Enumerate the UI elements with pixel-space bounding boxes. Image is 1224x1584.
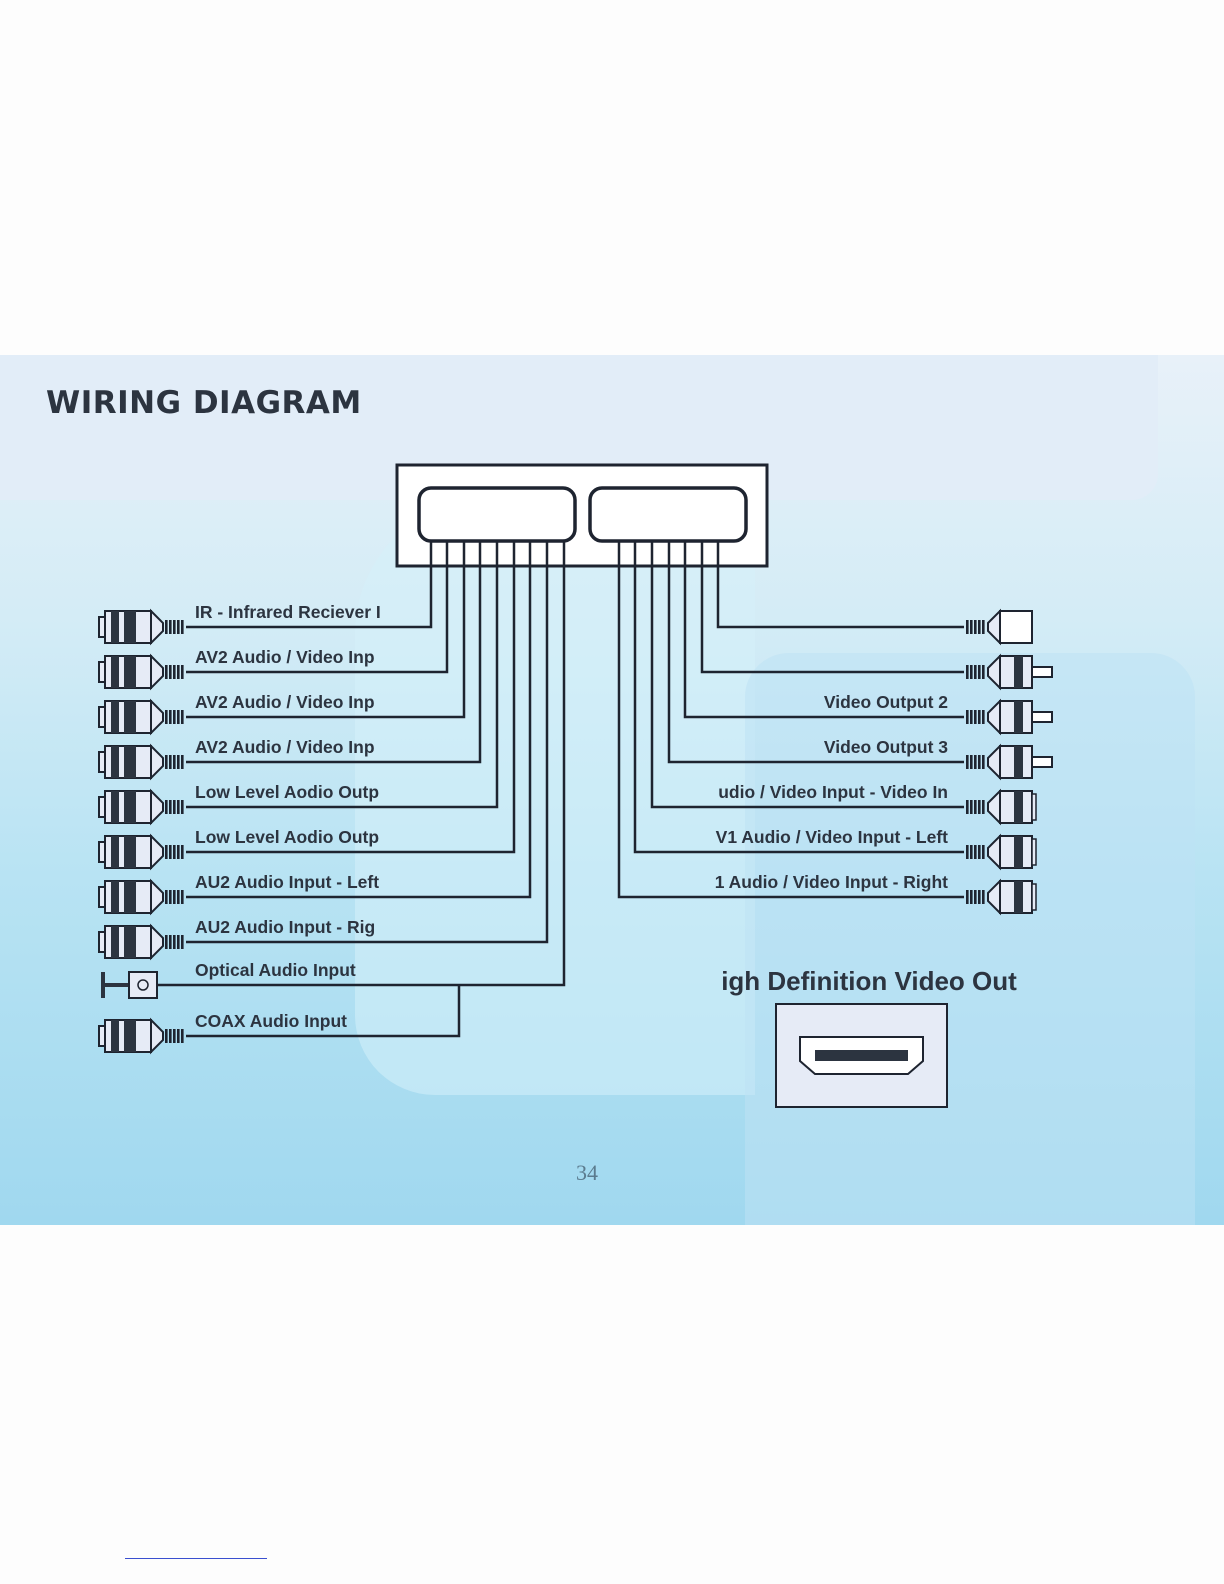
left-connector-9: Optical Audio Input (100, 960, 356, 999)
right-connector-5: udio / Video Input - Video In (718, 782, 1036, 823)
right-connector-label: udio / Video Input - Video In (718, 782, 948, 802)
rca-connector-icon (98, 745, 185, 779)
left-connector-10: COAX Audio Input (98, 1011, 347, 1053)
right-connectors: Video Output 2 Video Output 3 udio / Video… (715, 611, 1052, 913)
left-connector-3: AV2 Audio / Video Inp (98, 692, 375, 734)
right-connector-4: Video Output 3 (824, 737, 1052, 778)
right-connector-label: V1 Audio / Video Input - Left (716, 827, 949, 847)
right-connector-2 (966, 656, 1052, 688)
left-connector-label: AU2 Audio Input - Left (195, 872, 379, 892)
left-connector-5: Low Level Aodio Outp (98, 782, 379, 824)
left-connector-label: AU2 Audio Input - Rig (195, 917, 375, 937)
wire (186, 541, 499, 809)
wire (716, 541, 964, 629)
right-connector-6: V1 Audio / Video Input - Left (716, 827, 1036, 868)
left-connector-4: AV2 Audio / Video Inp (98, 737, 375, 779)
left-connector-1: IR - Infrared Reciever I (98, 602, 381, 644)
wire (633, 541, 964, 854)
left-connector-label: AV2 Audio / Video Inp (195, 647, 375, 667)
rca-connector-icon (98, 880, 185, 914)
rca-connector-icon (98, 610, 185, 644)
left-connector-label: Low Level Aodio Outp (195, 782, 379, 802)
right-connector-label: Video Output 3 (824, 737, 948, 757)
wire (617, 541, 964, 899)
head-unit (395, 463, 769, 568)
rca-female-connector-icon (966, 791, 1036, 823)
left-connector-2: AV2 Audio / Video Inp (98, 647, 375, 689)
page-number: 34 (576, 1160, 598, 1185)
hdmi-output: igh Definition Video Out (721, 966, 1017, 1108)
rca-male-connector-icon (966, 656, 1052, 688)
left-connector-label: Low Level Aodio Outp (195, 827, 379, 847)
rca-connector-icon (98, 835, 185, 869)
rca-connector-icon (98, 700, 185, 734)
rca-male-connector-icon (966, 746, 1052, 778)
left-connector-7: AU2 Audio Input - Left (98, 872, 379, 914)
wire (186, 985, 461, 1038)
page-title: WIRING DIAGRAM (46, 385, 362, 421)
wire (667, 541, 964, 764)
rca-male-connector-icon (966, 701, 1052, 733)
wire (186, 541, 449, 674)
wire (186, 541, 466, 719)
right-connector-label: 1 Audio / Video Input - Right (715, 872, 948, 892)
wire (186, 541, 516, 854)
left-connector-6: Low Level Aodio Outp (98, 827, 379, 869)
right-connector-label: Video Output 2 (824, 692, 948, 712)
left-connector-label: AV2 Audio / Video Inp (195, 737, 375, 757)
rca-connector-icon (98, 790, 185, 824)
left-connector-label: Optical Audio Input (195, 960, 356, 980)
optical-connector-icon (100, 971, 158, 999)
wire (186, 541, 433, 629)
ir-plug-connector-icon (966, 611, 1032, 643)
left-connector-label: IR - Infrared Reciever I (195, 602, 381, 622)
wire (683, 541, 964, 719)
rca-female-connector-icon (966, 881, 1036, 913)
right-connector-1 (966, 611, 1032, 643)
left-connector-label: AV2 Audio / Video Inp (195, 692, 375, 712)
right-connector-7: 1 Audio / Video Input - Right (715, 872, 1036, 913)
left-harness-plug (417, 486, 577, 543)
wire (186, 541, 549, 944)
wire (157, 541, 566, 987)
wire (700, 541, 964, 674)
right-connector-3: Video Output 2 (824, 692, 1052, 733)
wires (157, 541, 964, 1038)
rca-connector-icon (98, 655, 185, 689)
footnote-rule (125, 1558, 267, 1559)
rca-female-connector-icon (966, 836, 1036, 868)
wire (650, 541, 964, 809)
right-harness-plug (588, 486, 748, 543)
wire (186, 541, 482, 764)
left-connector-8: AU2 Audio Input - Rig (98, 917, 375, 959)
hdmi-port-icon (799, 1036, 924, 1075)
rca-connector-icon (98, 1019, 185, 1053)
left-connector-label: COAX Audio Input (195, 1011, 347, 1031)
left-connectors: IR - Infrared Reciever I AV2 Audio / Vide… (98, 602, 381, 1053)
rca-connector-icon (98, 925, 185, 959)
hdmi-label: igh Definition Video Out (721, 966, 1017, 996)
wire (186, 541, 532, 899)
